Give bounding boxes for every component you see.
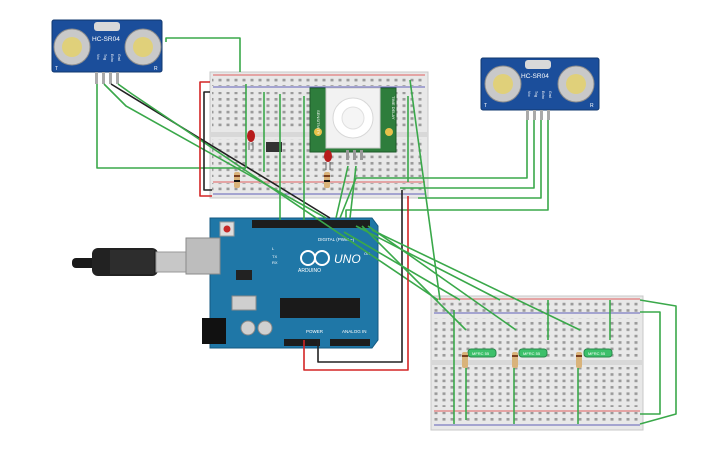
sensor-left-pin-gnd: Gnd <box>117 54 121 61</box>
resistor-bottom-3 <box>576 352 582 368</box>
led-red-2 <box>324 150 332 170</box>
wire-green <box>409 79 441 301</box>
sensor-left-pin-trig: Trig <box>103 54 107 60</box>
led-bar-1-label: MFRC 55 <box>472 351 490 356</box>
led-red-1 <box>247 130 255 150</box>
arduino-brand-text: ARDUINO <box>298 268 321 274</box>
arduino-uno-board: UNO ARDUINO DIGITAL (PWM ~) POWER ANALOG… <box>185 217 379 349</box>
sensor-left-model-label: HC-SR04 <box>92 36 120 43</box>
sensor-right-pin-gnd: Gnd <box>548 91 552 98</box>
resistor-top-1 <box>234 172 240 188</box>
wire-green <box>639 299 677 425</box>
sensor-right-pin-echo: Echo <box>541 91 545 99</box>
wire-green <box>165 37 241 72</box>
led-bar-3-label: MFRC 55 <box>588 351 606 356</box>
wire-red <box>303 196 409 371</box>
wire-green <box>96 84 246 169</box>
wire-green <box>361 225 467 331</box>
wire-green <box>371 229 581 331</box>
wire-red <box>199 81 212 197</box>
pir-label-time-delay: TIME DELAY <box>391 96 396 120</box>
resistor-bottom-1 <box>462 352 468 368</box>
buzzer-module <box>266 142 282 152</box>
wire-green <box>640 311 661 415</box>
arduino-logo-text: UNO <box>334 252 361 266</box>
wire-green <box>343 231 461 301</box>
sensor-right-pin-vcc: Vcc <box>527 91 531 97</box>
wire-green <box>367 225 517 331</box>
wires <box>96 37 677 425</box>
wire-black <box>317 190 403 363</box>
ultrasonic-sensor-left: HC-SR04 T R Vcc Trig Echo Gnd <box>51 19 163 84</box>
pir-motion-sensor: SENSITIVITY TIME DELAY <box>309 87 397 160</box>
resistor-top-2 <box>324 172 330 188</box>
resistor-bottom-2 <box>512 352 518 368</box>
led-label-l: L <box>272 246 275 251</box>
led-bar-3: MFRC 55 <box>583 348 613 358</box>
sensor-left-corner-r: R <box>154 66 158 72</box>
power-pins-label: POWER <box>306 329 324 334</box>
led-label-rx: RX <box>272 260 278 265</box>
on-label: ON <box>364 251 370 256</box>
wire-green <box>400 120 535 189</box>
sensor-right-model-label: HC-SR04 <box>521 73 549 80</box>
led-bar-1: MFRC 55 <box>467 348 497 358</box>
usb-cable <box>72 248 187 276</box>
wire-black <box>110 83 331 219</box>
wire-green <box>355 225 501 301</box>
wire-green <box>335 165 349 219</box>
wire-green <box>349 165 357 219</box>
pir-label-sensitivity: SENSITIVITY <box>316 110 321 135</box>
analog-pins-label: ANALOG IN <box>342 329 367 334</box>
led-bar-2-label: MFRC 55 <box>523 351 541 356</box>
led-label-tx: TX <box>272 254 277 259</box>
wire-black <box>203 91 212 191</box>
led-bar-2: MFRC 55 <box>518 348 548 358</box>
sensor-left-corner-t: T <box>55 66 58 72</box>
sensor-left-pin-echo: Echo <box>110 54 114 62</box>
wire-green <box>339 120 528 219</box>
sensor-left-pin-vcc: Vcc <box>96 54 100 60</box>
ultrasonic-sensor-right: HC-SR04 T R Vcc Trig Echo Gnd <box>480 57 600 120</box>
sensor-right-corner-r: R <box>590 103 594 109</box>
digital-pins-label: DIGITAL (PWM ~) <box>318 237 355 242</box>
wire-green <box>418 120 542 199</box>
sensor-right-corner-t: T <box>484 103 487 109</box>
wire-green <box>345 120 549 218</box>
wire-green <box>117 83 439 301</box>
sensor-right-pin-trig: Trig <box>534 91 538 97</box>
